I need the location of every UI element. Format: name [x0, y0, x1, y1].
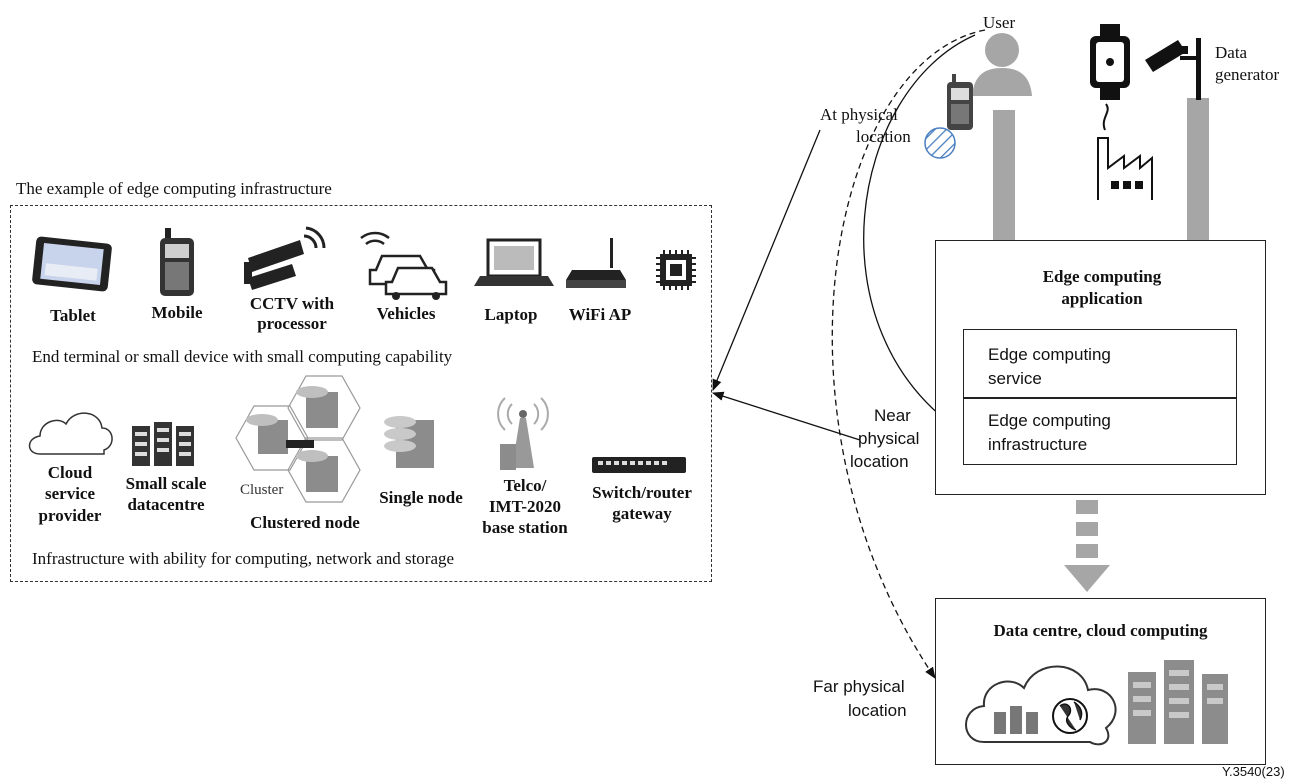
cctv-icon — [244, 226, 326, 290]
datacentre-server-racks-icon — [1128, 660, 1228, 744]
edge-infrastructure-panel — [10, 205, 712, 582]
datacentre-box — [935, 598, 1266, 765]
label-tablet: Tablet — [50, 306, 96, 325]
left-panel-title: The example of edge computing infrastruc… — [16, 179, 332, 198]
label-near-location-3: location — [850, 452, 909, 471]
datacentre-title: Data centre, cloud computing — [993, 621, 1208, 640]
label-single-node: Single node — [379, 488, 463, 507]
label-cloud-2: service — [44, 484, 96, 503]
telco-base-station-icon — [497, 397, 549, 470]
edge-service-divider — [963, 397, 1237, 399]
near-location-arrow — [711, 391, 861, 441]
mobile-icon — [160, 228, 194, 296]
label-laptop: Laptop — [484, 305, 538, 324]
label-at-location-1: At physical — [820, 105, 898, 124]
label-clustered-node: Clustered node — [250, 513, 360, 532]
camera-icon — [1145, 38, 1201, 100]
row1-caption: End terminal or small device with small … — [32, 347, 453, 366]
label-cctv-1: CCTV with — [249, 294, 335, 313]
label-data-generator-2: generator — [1215, 65, 1280, 84]
user-phone-icon — [947, 74, 973, 130]
edge-infra-label-2: infrastructure — [988, 435, 1088, 454]
label-telco-2: IMT-2020 — [488, 497, 562, 516]
cloud-icon — [28, 412, 113, 455]
edge-infra-label-1: Edge computing — [988, 411, 1111, 430]
wifi-ap-icon — [566, 238, 626, 288]
label-far-location-1: Far physical — [813, 677, 905, 696]
datacentre-cloud-icon — [965, 665, 1117, 746]
tablet-icon — [32, 236, 112, 292]
smartwatch-icon — [1090, 24, 1130, 100]
label-switch-1: Switch/router — [592, 483, 692, 502]
edge-service-label-1: Edge computing — [988, 345, 1111, 364]
label-cctv-2: processor — [257, 314, 327, 333]
label-near-location-1: Near — [874, 406, 911, 425]
edge-service-label-2: service — [988, 369, 1042, 388]
cluster-servers-icon — [246, 386, 338, 492]
label-datacentre-2: datacentre — [127, 495, 205, 514]
label-at-location-2: location — [856, 127, 911, 146]
user-near-curve-arrow — [863, 34, 976, 433]
label-datacentre-1: Small scale — [125, 474, 207, 493]
label-cluster-tag: Cluster — [240, 482, 284, 498]
single-node-icon — [384, 416, 434, 468]
globe-icon — [1052, 698, 1088, 734]
label-switch-2: gateway — [612, 504, 672, 523]
label-data-generator-1: Data — [1215, 43, 1248, 62]
edge-app-title-2: application — [1061, 289, 1143, 308]
edge-computing-application-box — [935, 240, 1266, 495]
label-mobile: Mobile — [151, 303, 203, 322]
laptop-icon — [474, 238, 554, 286]
small-datacentre-icon — [132, 422, 194, 466]
label-user: User — [983, 13, 1016, 32]
chip-icon — [656, 250, 696, 290]
label-cloud-1: Cloud — [47, 463, 93, 482]
row2-caption: Infrastructure with ability for computin… — [32, 549, 455, 568]
label-far-location-2: location — [848, 701, 907, 720]
vehicles-icon — [360, 231, 448, 300]
factory-icon — [1097, 103, 1153, 200]
edge-app-title-1: Edge computing — [1042, 267, 1162, 286]
edge-to-datacentre-dashed-arrow — [1064, 500, 1110, 592]
label-telco-1: Telco/ — [503, 476, 547, 495]
at-location-hatched-circle — [924, 127, 956, 159]
figure-id: Y.3540(23) — [1222, 764, 1285, 779]
label-cloud-3: provider — [38, 506, 102, 525]
at-location-arrow — [712, 129, 821, 392]
label-near-location-2: physical — [858, 429, 920, 448]
label-telco-3: base station — [482, 518, 568, 537]
user-icon — [972, 33, 1032, 96]
label-wifi-ap: WiFi AP — [568, 305, 632, 324]
switch-router-icon — [592, 457, 686, 473]
label-vehicles: Vehicles — [376, 304, 436, 323]
